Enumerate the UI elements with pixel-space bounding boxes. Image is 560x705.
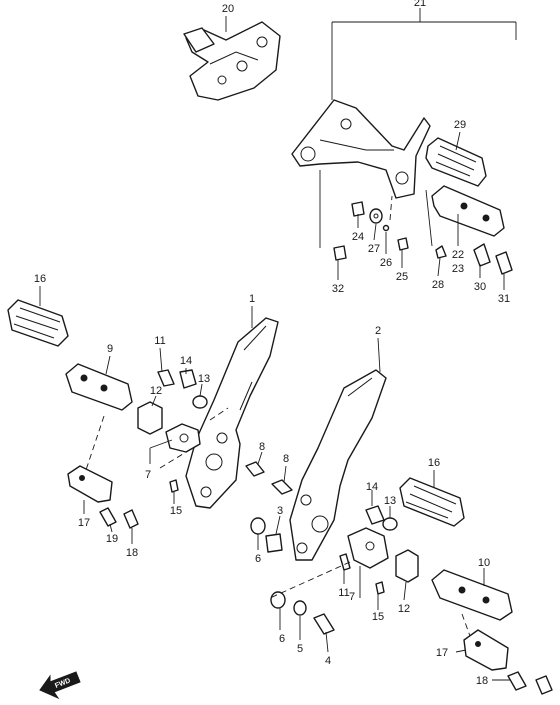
label-28: 28 xyxy=(432,279,444,291)
label-2: 2 xyxy=(375,325,381,337)
bolts-8 xyxy=(245,461,293,495)
label-21: 21 xyxy=(414,0,426,9)
label-27: 27 xyxy=(368,243,380,255)
label-9: 9 xyxy=(107,343,113,355)
part-20-bracket xyxy=(183,21,281,101)
label-18-left: 18 xyxy=(126,547,138,559)
label-17-right: 17 xyxy=(436,647,448,659)
right-small-parts xyxy=(365,505,398,531)
part-number-labels: 20 21 29 22 23 24 27 26 25 28 30 31 32 1… xyxy=(34,0,510,687)
label-8-a: 8 xyxy=(259,441,265,453)
label-14-right: 14 xyxy=(366,481,378,493)
label-11-left: 11 xyxy=(154,335,165,347)
label-23: 23 xyxy=(452,263,464,275)
part-17-right-bracket xyxy=(463,629,509,671)
label-26: 26 xyxy=(380,257,392,269)
label-16-right: 16 xyxy=(428,457,440,469)
label-11-right: 11 xyxy=(338,587,349,599)
label-17-left: 17 xyxy=(78,517,90,529)
label-3: 3 xyxy=(277,505,283,517)
left-bolts xyxy=(99,507,139,529)
part-1-left-plate xyxy=(185,317,279,509)
part-17-left-bracket xyxy=(67,465,113,503)
label-6-a: 6 xyxy=(255,553,261,565)
left-pivot xyxy=(137,401,201,493)
hardware-top xyxy=(333,201,513,275)
label-29: 29 xyxy=(454,119,466,131)
label-8-b: 8 xyxy=(283,453,289,465)
label-7-right: 7 xyxy=(349,591,355,603)
part-21-bracket xyxy=(291,99,431,199)
part-2-right-plate xyxy=(289,369,387,561)
leader-lines xyxy=(39,8,517,681)
label-19: 19 xyxy=(106,533,118,545)
label-24: 24 xyxy=(352,231,364,243)
right-bolts xyxy=(507,671,553,695)
label-14-left: 14 xyxy=(180,355,192,367)
label-13-right: 13 xyxy=(384,495,396,507)
part-29-footpeg-rubber xyxy=(425,137,487,187)
left-small-parts xyxy=(157,369,208,409)
label-18-right: 18 xyxy=(476,675,488,687)
label-16-left: 16 xyxy=(34,273,46,285)
right-pivot xyxy=(339,527,389,595)
label-10: 10 xyxy=(478,557,490,569)
part-12-right xyxy=(395,549,419,583)
label-12-left: 12 xyxy=(150,385,162,397)
label-6-b: 6 xyxy=(279,633,285,645)
label-30: 30 xyxy=(474,281,486,293)
label-25: 25 xyxy=(396,271,408,283)
label-32: 32 xyxy=(332,283,344,295)
part-16-left-rubber xyxy=(7,299,69,347)
part-22-footpeg xyxy=(431,185,505,237)
label-1: 1 xyxy=(249,293,255,305)
label-5: 5 xyxy=(297,643,303,655)
label-7-left: 7 xyxy=(145,469,151,481)
label-12-right: 12 xyxy=(398,603,410,615)
label-15-right: 15 xyxy=(372,611,384,623)
label-13-left: 13 xyxy=(198,373,210,385)
label-20: 20 xyxy=(222,3,234,15)
part-9-left-footpeg xyxy=(65,363,133,411)
part-16-right-rubber xyxy=(399,477,465,527)
forward-arrow-icon: FWD xyxy=(39,671,81,700)
part-10-right-footpeg xyxy=(431,569,513,621)
label-15-left: 15 xyxy=(170,505,182,517)
label-4: 4 xyxy=(325,655,331,667)
label-31: 31 xyxy=(498,293,510,305)
label-22: 22 xyxy=(452,249,464,261)
